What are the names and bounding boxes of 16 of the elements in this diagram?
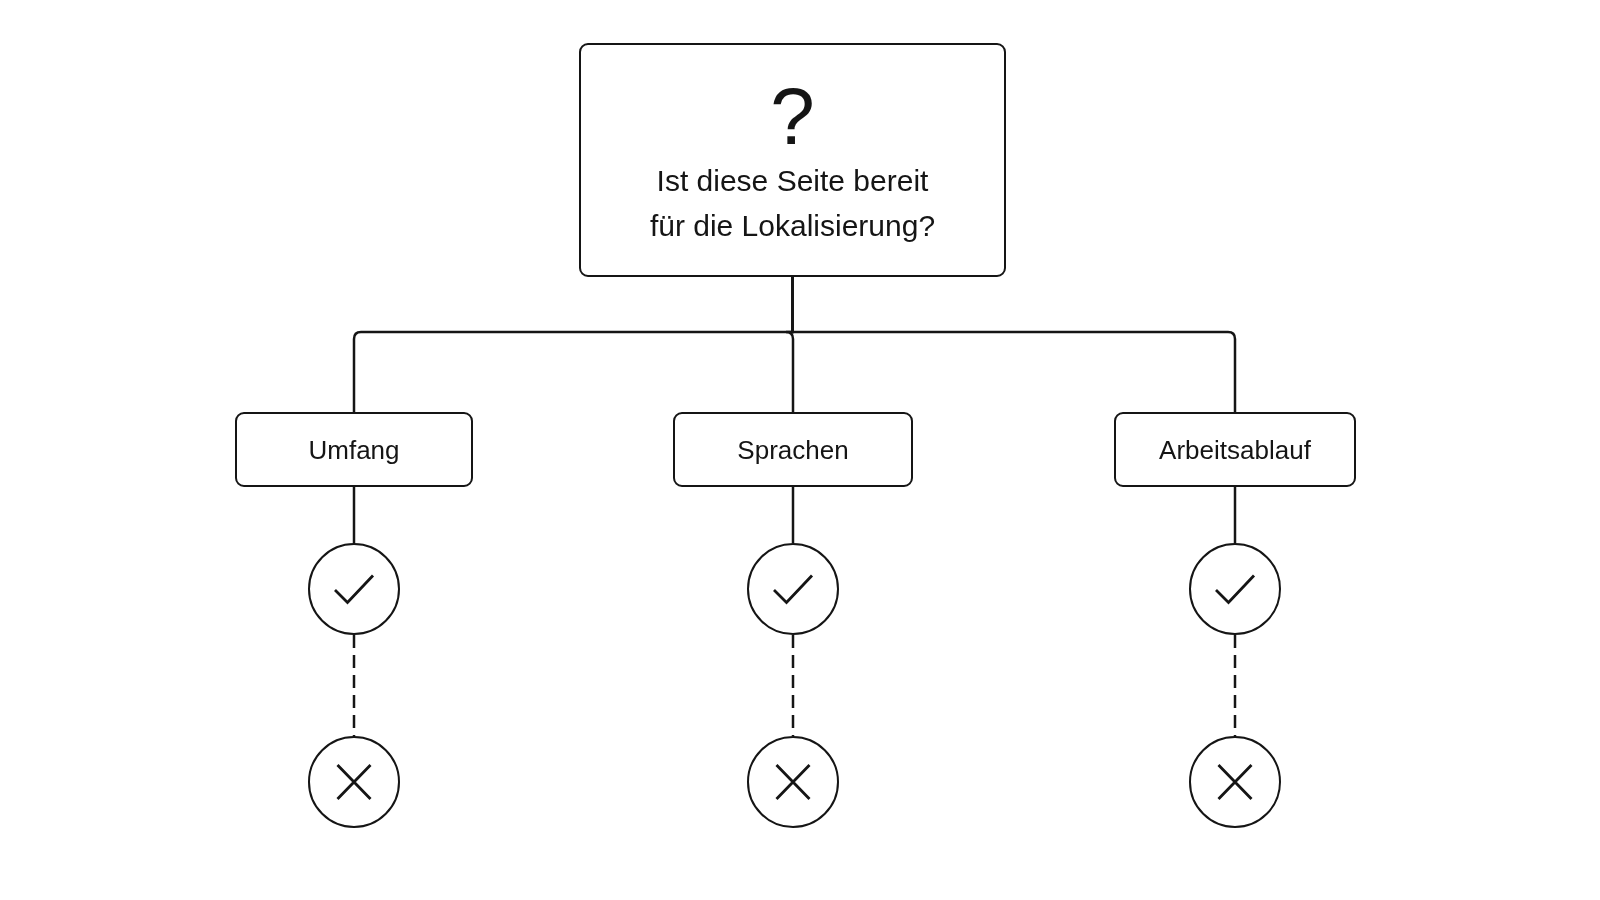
connector-line bbox=[791, 487, 795, 543]
question-box bbox=[579, 43, 1006, 277]
question-mark: ? bbox=[769, 77, 816, 157]
connector-line bbox=[352, 487, 356, 543]
category-label: Umfang bbox=[308, 434, 400, 465]
category-box bbox=[673, 412, 913, 487]
category-label: Arbeitsablauf bbox=[1159, 434, 1311, 465]
question-text: Ist diese Seite bereit für die Lokalisierung? bbox=[648, 163, 937, 244]
connector-line bbox=[1233, 487, 1237, 543]
dashed-connector bbox=[791, 635, 795, 736]
category-box bbox=[235, 412, 473, 487]
dashed-connector bbox=[352, 635, 356, 736]
dashed-connector bbox=[1233, 635, 1237, 736]
category-label: Sprachen bbox=[737, 434, 849, 465]
connector-line bbox=[791, 277, 1237, 412]
category-box bbox=[1114, 412, 1356, 487]
